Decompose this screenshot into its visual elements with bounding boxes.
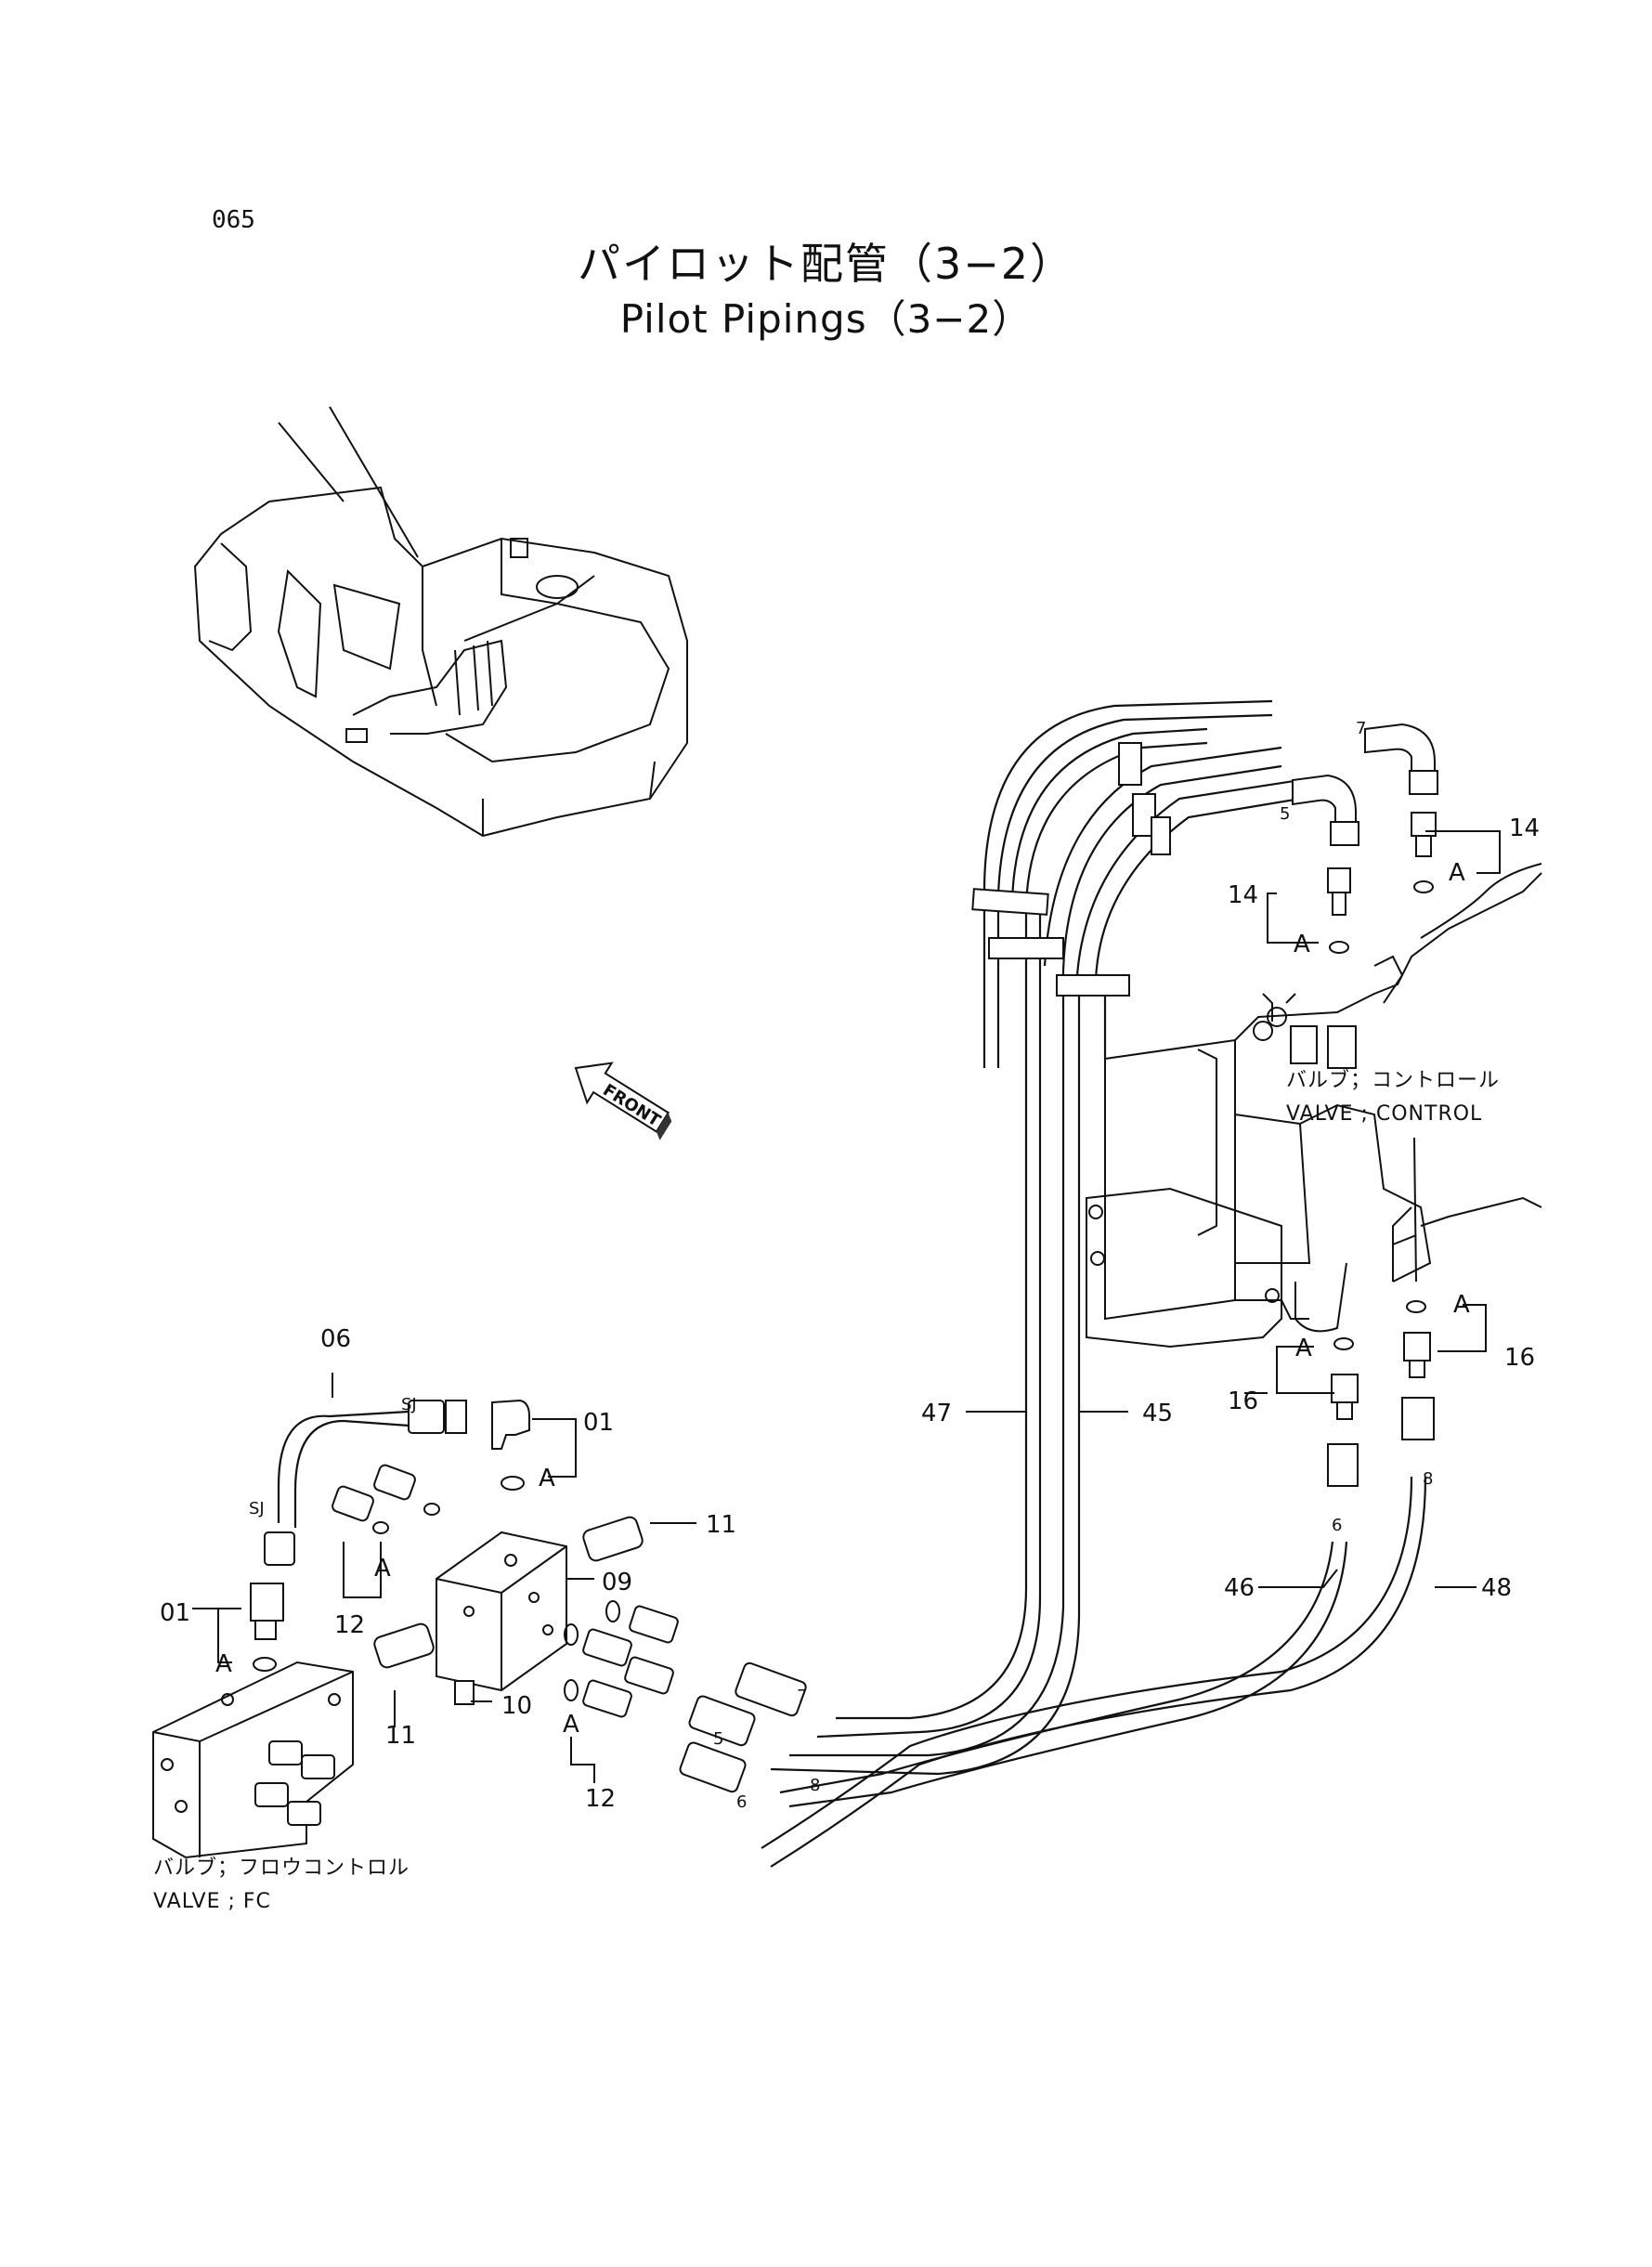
detail-a-12-bottom: A [563, 1711, 579, 1739]
hose-end-numbers: 7 5 6 8 7 5 8 6 [713, 719, 1433, 1812]
hose-end-8-bottom: 8 [810, 1776, 820, 1795]
leader-lines [192, 830, 1501, 1783]
hose-end-6-top: 6 [1332, 1516, 1342, 1535]
sj-mark-left: SJ [249, 1499, 265, 1518]
fittings-16 [1327, 1300, 1435, 1487]
title-japanese: パイロット配管（3−2） [577, 239, 1075, 289]
callout-16-left: 16 [1228, 1388, 1258, 1415]
hose-bundle [971, 699, 1301, 1616]
hose-end-5-top: 5 [1280, 804, 1290, 824]
hose-end-8-top: 8 [1423, 1469, 1433, 1489]
fc-valve-name-jp: バルブ；フロウコントロル [153, 1857, 410, 1880]
control-valve-body [1086, 863, 1542, 1348]
callout-11-bottom: 11 [385, 1722, 416, 1750]
callout-01-top: 01 [583, 1409, 614, 1437]
excavator-overview [193, 406, 688, 838]
hose-end-7-bottom: 7 [797, 1687, 807, 1706]
component-names: バルブ；コントロール VALVE ; CONTROL バルブ；フロウコントロル … [153, 1069, 1500, 1913]
callout-12-left: 12 [334, 1611, 365, 1639]
detail-a-12-left: A [374, 1555, 391, 1583]
control-valve-name-jp: バルブ；コントロール [1286, 1069, 1500, 1092]
hose-end-5-bottom: 5 [713, 1729, 723, 1749]
hose-end-fittings [679, 1661, 807, 1793]
callout-48: 48 [1481, 1574, 1512, 1602]
sj-mark-top: SJ [401, 1395, 417, 1414]
callout-47: 47 [921, 1400, 952, 1427]
callout-14-right: 14 [1509, 814, 1540, 842]
callout-11-right: 11 [706, 1511, 736, 1539]
control-valve-name-en: VALVE ; CONTROL [1286, 1102, 1482, 1126]
detail-a-01-top: A [539, 1465, 555, 1492]
callout-16-right: 16 [1504, 1344, 1535, 1372]
front-direction-arrow: FRONT [574, 1062, 672, 1140]
detail-a-16-right: A [1453, 1291, 1470, 1319]
detail-a-14-left: A [1294, 931, 1310, 958]
callout-01-left: 01 [160, 1599, 190, 1627]
callout-12-bottom: 12 [585, 1785, 616, 1813]
callout-labels: 14 14 16 16 47 45 46 48 06 01 01 11 09 1… [160, 814, 1540, 1813]
callout-09: 09 [602, 1569, 632, 1596]
callout-46: 46 [1224, 1574, 1255, 1602]
hose-lower-bends [761, 1476, 1427, 1868]
page-number: 065 [212, 206, 255, 234]
hose-end-7-top: 7 [1356, 719, 1366, 738]
hose-end-6-bottom: 6 [736, 1792, 747, 1812]
detail-a-14-right: A [1449, 859, 1465, 887]
callout-10: 10 [501, 1692, 532, 1720]
fc-valve-name-en: VALVE ; FC [153, 1890, 271, 1913]
fc-valve-assembly [152, 1399, 679, 1859]
detail-a-marks: A A A A A A A A SJ SJ [215, 859, 1470, 1739]
callout-14-left: 14 [1228, 881, 1258, 909]
callout-06: 06 [320, 1325, 351, 1353]
callout-45: 45 [1142, 1400, 1173, 1427]
detail-a-16-left: A [1295, 1335, 1312, 1362]
title-english: Pilot Pipings（3−2） [619, 296, 1033, 342]
top-elbow-fittings [1292, 723, 1438, 846]
detail-a-01-left: A [215, 1650, 232, 1678]
